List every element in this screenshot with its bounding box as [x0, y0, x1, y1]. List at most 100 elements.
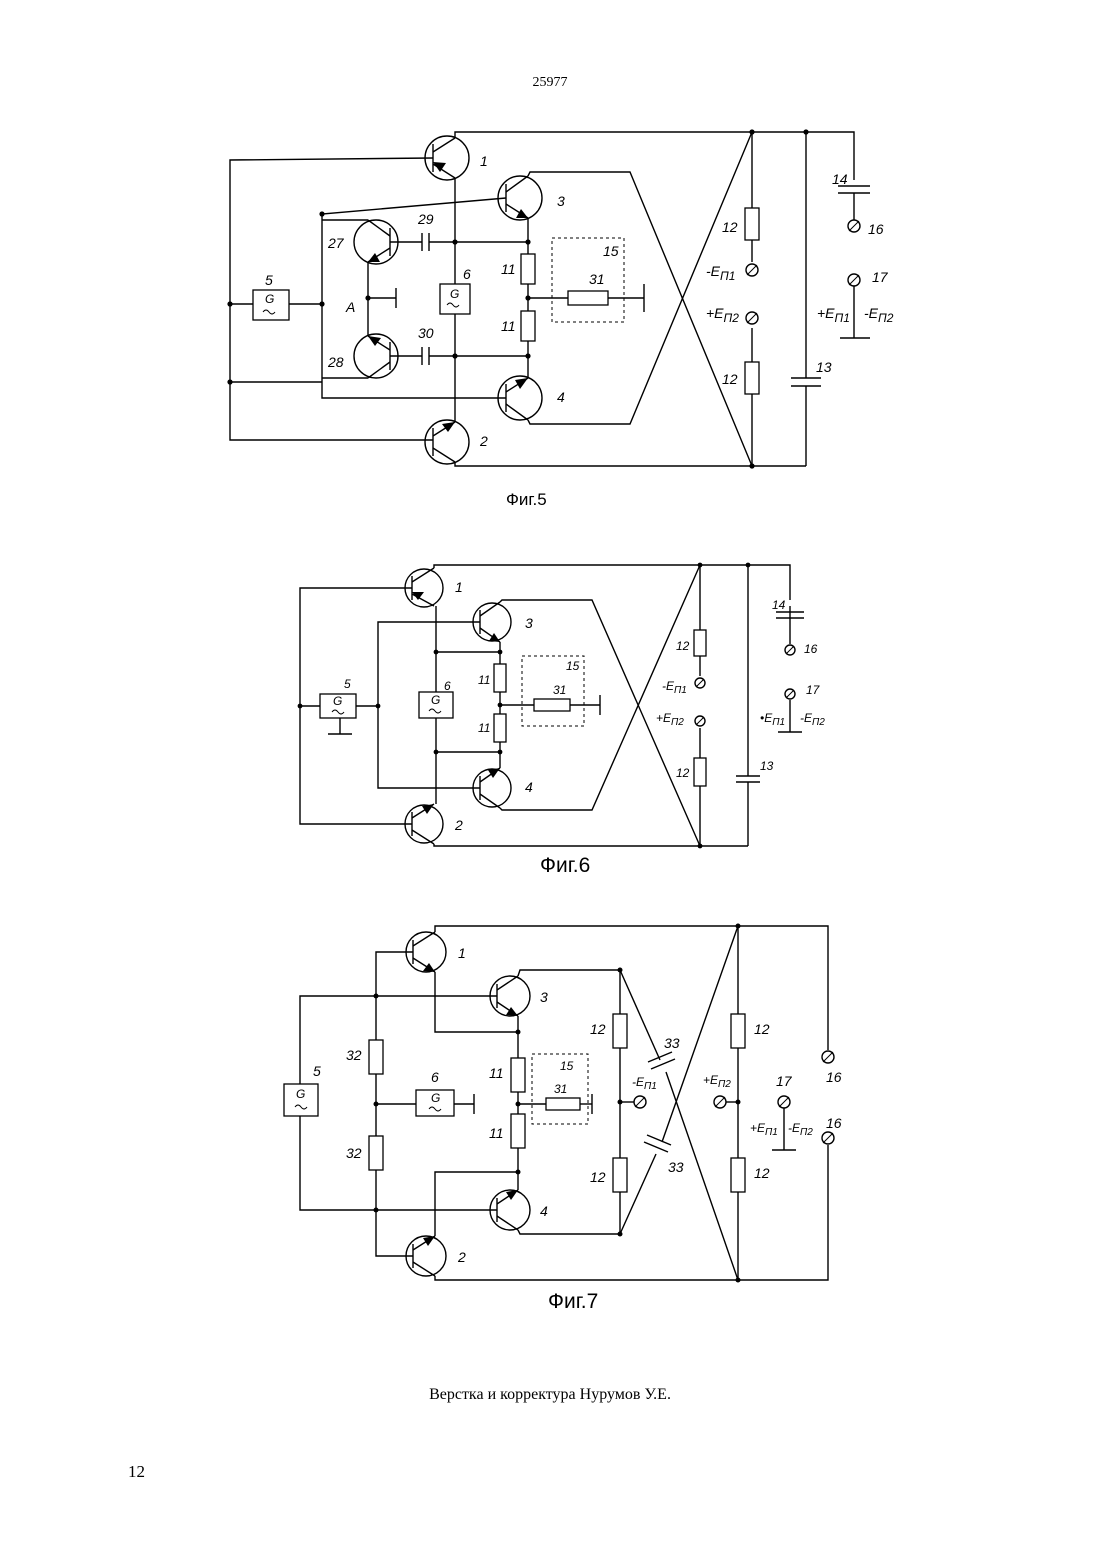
- figure-6-caption: Фиг.6: [540, 854, 590, 877]
- label-resistor-12-top: 12: [676, 639, 690, 653]
- resistor-11-bottom: [511, 1114, 525, 1148]
- capacitor-30: [422, 347, 429, 365]
- label-resistor-11-top: 11: [501, 261, 516, 277]
- resistor-11-bottom: [521, 311, 535, 341]
- capacitor-13: [791, 378, 821, 386]
- footer-credit: Верстка и корректура Нурумов У.Е.: [0, 1386, 1100, 1404]
- resistor-31: [534, 699, 570, 711]
- label-transistor-27: 27: [327, 235, 345, 251]
- label-terminal-16: 16: [804, 642, 818, 656]
- resistor-31: [568, 291, 608, 305]
- page-number: 12: [128, 1462, 145, 1482]
- label-generator-6: 6: [444, 679, 451, 693]
- label-terminal-17: 17: [806, 683, 821, 697]
- label-block-15: 15: [603, 243, 619, 259]
- capacitor-33-bottom: [644, 1135, 671, 1152]
- label-capacitor-33-bottom: 33: [668, 1159, 684, 1175]
- label-resistor-12-left-bottom: 12: [590, 1169, 606, 1185]
- label-transistor-3: 3: [557, 193, 565, 209]
- resistor-32-top: [369, 1040, 383, 1074]
- figure-5: 1 2 3 4 27 28 29 30 5 6 A 11 11 15 31 12…: [227, 129, 893, 509]
- resistor-32-bottom: [369, 1136, 383, 1170]
- label-generator-5-g: G: [265, 292, 274, 306]
- label-transistor-3: 3: [525, 615, 533, 631]
- label-capacitor-30: 30: [418, 325, 434, 341]
- figure-7-caption: Фиг.7: [548, 1290, 598, 1313]
- label-minus-e2: -EП2: [788, 1121, 813, 1138]
- resistor-12-top: [694, 630, 706, 656]
- resistor-11-bottom: [494, 714, 506, 742]
- label-capacitor-33-top: 33: [664, 1035, 680, 1051]
- label-transistor-1: 1: [455, 579, 463, 595]
- capacitor-13: [736, 776, 760, 782]
- capacitor-14: [838, 186, 870, 193]
- label-capacitor-14: 14: [772, 598, 786, 612]
- label-transistor-2: 2: [457, 1249, 466, 1265]
- label-block-15: 15: [560, 1059, 574, 1073]
- label-transistor-2: 2: [454, 817, 463, 833]
- label-transistor-1: 1: [480, 153, 488, 169]
- label-transistor-1: 1: [458, 945, 466, 961]
- resistor-12-bottom: [694, 758, 706, 786]
- label-plus-e2: +EП2: [703, 1073, 731, 1090]
- resistor-11-top: [521, 254, 535, 284]
- figure-7: 1 2 3 4 5 6 32 32 11 11 15 31 12 12 12 1…: [284, 924, 842, 1314]
- label-transistor-4: 4: [540, 1203, 548, 1219]
- label-terminal-17: 17: [776, 1073, 793, 1089]
- label-resistor-12-bottom: 12: [676, 766, 690, 780]
- label-capacitor-14: 14: [832, 171, 848, 187]
- label-transistor-2: 2: [479, 433, 488, 449]
- label-terminal-17: 17: [872, 269, 889, 285]
- resistor-12-bottom: [745, 362, 759, 394]
- label-minus-e1: -EП1: [706, 263, 735, 283]
- capacitor-29: [422, 233, 429, 251]
- label-resistor-31: 31: [589, 271, 605, 287]
- label-transistor-4: 4: [525, 779, 533, 795]
- figure-6: 1 2 3 4 5 6 11 11 15 31 12 12 13 14 16 1…: [298, 563, 826, 877]
- label-generator-6-g: G: [431, 693, 440, 707]
- label-resistor-11-bottom: 11: [501, 318, 516, 334]
- label-capacitor-13: 13: [760, 759, 774, 773]
- resistor-12-right-top: [731, 1014, 745, 1048]
- label-generator-5: 5: [344, 677, 351, 691]
- label-generator-6: 6: [463, 266, 471, 282]
- resistor-12-right-bottom: [731, 1158, 745, 1192]
- label-minus-e1: -EП1: [632, 1075, 657, 1092]
- label-block-15: 15: [566, 659, 580, 673]
- label-plus-e2: +EП2: [656, 711, 684, 728]
- label-minus-e1: -EП1: [662, 679, 687, 696]
- label-generator-6: 6: [431, 1069, 439, 1085]
- figure-5-caption: Фиг.5: [506, 490, 547, 509]
- label-resistor-11-bottom: 11: [478, 721, 490, 735]
- capacitor-33-top: [648, 1052, 675, 1069]
- label-plus-e1: •EП1: [760, 711, 785, 728]
- label-transistor-28: 28: [327, 354, 344, 370]
- resistor-12-top: [745, 208, 759, 240]
- label-plus-e1: +EП1: [750, 1121, 778, 1138]
- label-resistor-12-right-bottom: 12: [754, 1165, 770, 1181]
- label-generator-5: 5: [265, 272, 273, 288]
- label-minus-e2: -EП2: [800, 711, 825, 728]
- label-generator-5-g: G: [296, 1087, 305, 1101]
- resistor-12-left-bottom: [613, 1158, 627, 1192]
- label-terminal-16: 16: [868, 221, 884, 237]
- resistor-31: [546, 1098, 580, 1110]
- label-plus-e1: +EП1: [817, 305, 850, 325]
- label-node-a: A: [345, 299, 355, 315]
- label-resistor-31: 31: [553, 683, 566, 697]
- label-resistor-11-bottom: 11: [489, 1125, 504, 1141]
- label-generator-5-g: G: [333, 694, 342, 708]
- label-transistor-3: 3: [540, 989, 548, 1005]
- label-terminal-16-top: 16: [826, 1069, 842, 1085]
- resistor-11-top: [511, 1058, 525, 1092]
- label-resistor-12-right-top: 12: [754, 1021, 770, 1037]
- label-transistor-4: 4: [557, 389, 565, 405]
- label-resistor-32-bottom: 32: [346, 1145, 362, 1161]
- label-resistor-32-top: 32: [346, 1047, 362, 1063]
- label-plus-e2: +EП2: [706, 305, 739, 325]
- resistor-11-top: [494, 664, 506, 692]
- label-resistor-11-top: 11: [478, 673, 490, 687]
- label-resistor-12-bottom: 12: [722, 371, 738, 387]
